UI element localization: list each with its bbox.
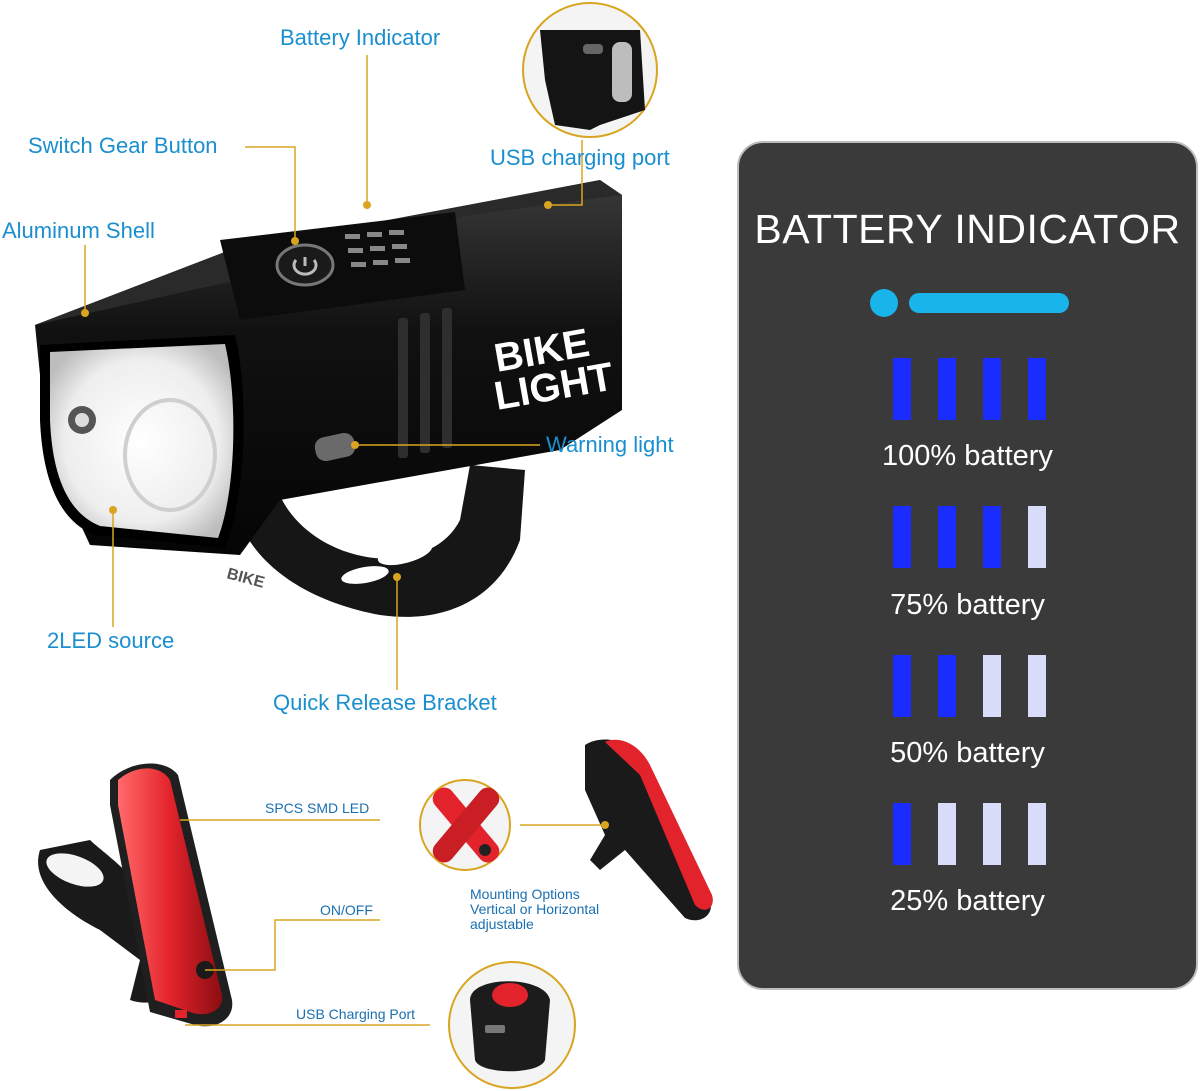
mounting-line-1: Mounting Options bbox=[470, 886, 580, 902]
mounting-option-inset bbox=[419, 779, 511, 871]
battery-bar bbox=[893, 358, 911, 420]
battery-bar bbox=[1028, 358, 1046, 420]
bracket-text: BIKE bbox=[225, 565, 267, 591]
label-switch-gear-button: Switch Gear Button bbox=[28, 133, 218, 158]
tail-light-side bbox=[585, 739, 713, 921]
battery-bar bbox=[983, 506, 1001, 568]
front-bike-light bbox=[35, 180, 622, 617]
battery-bar bbox=[938, 506, 956, 568]
led-lens bbox=[50, 344, 234, 538]
battery-bar bbox=[893, 803, 911, 865]
battery-bar bbox=[983, 803, 1001, 865]
label-mounting-options: Mounting Options Vertical or Horizontal … bbox=[470, 887, 599, 932]
battery-bar bbox=[983, 358, 1001, 420]
battery-indicator-panel: BATTERY INDICATOR 100% battery 75% batte… bbox=[737, 141, 1198, 990]
leader-dots bbox=[81, 201, 609, 829]
tail-red-lens bbox=[118, 768, 223, 1015]
battery-bar bbox=[1028, 506, 1046, 568]
bracket-hole bbox=[341, 566, 389, 584]
label-quick-release-bracket: Quick Release Bracket bbox=[273, 690, 497, 715]
battery-level-label: 75% battery bbox=[890, 589, 1045, 621]
tail-usb-inset bbox=[448, 961, 576, 1089]
label-led-source: 2LED source bbox=[47, 628, 175, 653]
battery-level-label: 100% battery bbox=[882, 440, 1053, 472]
warning-light-slot bbox=[314, 432, 356, 462]
label-battery-indicator: Battery Indicator bbox=[280, 25, 441, 50]
battery-bar bbox=[938, 358, 956, 420]
bracket-hole bbox=[377, 540, 433, 566]
mounting-line-3: adjustable bbox=[470, 916, 534, 932]
switch-pad bbox=[220, 212, 465, 320]
battery-level-label: 50% battery bbox=[890, 737, 1045, 769]
battery-bar bbox=[1028, 803, 1046, 865]
battery-bar bbox=[938, 803, 956, 865]
bracket-strap bbox=[235, 465, 525, 617]
label-on-off: ON/OFF bbox=[320, 902, 373, 918]
label-usb-port: USB Charging Port bbox=[296, 1006, 416, 1022]
panel-title: BATTERY INDICATOR bbox=[754, 206, 1181, 252]
leader-lines bbox=[84, 55, 605, 1026]
battery-bar bbox=[1028, 655, 1046, 717]
label-aluminum-shell: Aluminum Shell bbox=[2, 218, 155, 243]
indicator-bar-icon bbox=[909, 293, 1069, 313]
mounting-line-2: Vertical or Horizontal bbox=[470, 901, 600, 917]
label-smd-led: SPCS SMD LED bbox=[265, 800, 370, 816]
battery-bar bbox=[938, 655, 956, 717]
usb-port-inset bbox=[522, 2, 658, 138]
battery-level-label: 25% battery bbox=[890, 885, 1045, 917]
battery-bar bbox=[983, 655, 1001, 717]
battery-bar bbox=[893, 655, 911, 717]
tail-side-red bbox=[605, 739, 713, 910]
indicator-dot-icon bbox=[870, 289, 898, 317]
battery-bar bbox=[893, 506, 911, 568]
tail-light bbox=[38, 763, 233, 1027]
label-usb-charging-port: USB charging port bbox=[490, 145, 670, 170]
label-warning-light: Warning light bbox=[546, 432, 674, 457]
